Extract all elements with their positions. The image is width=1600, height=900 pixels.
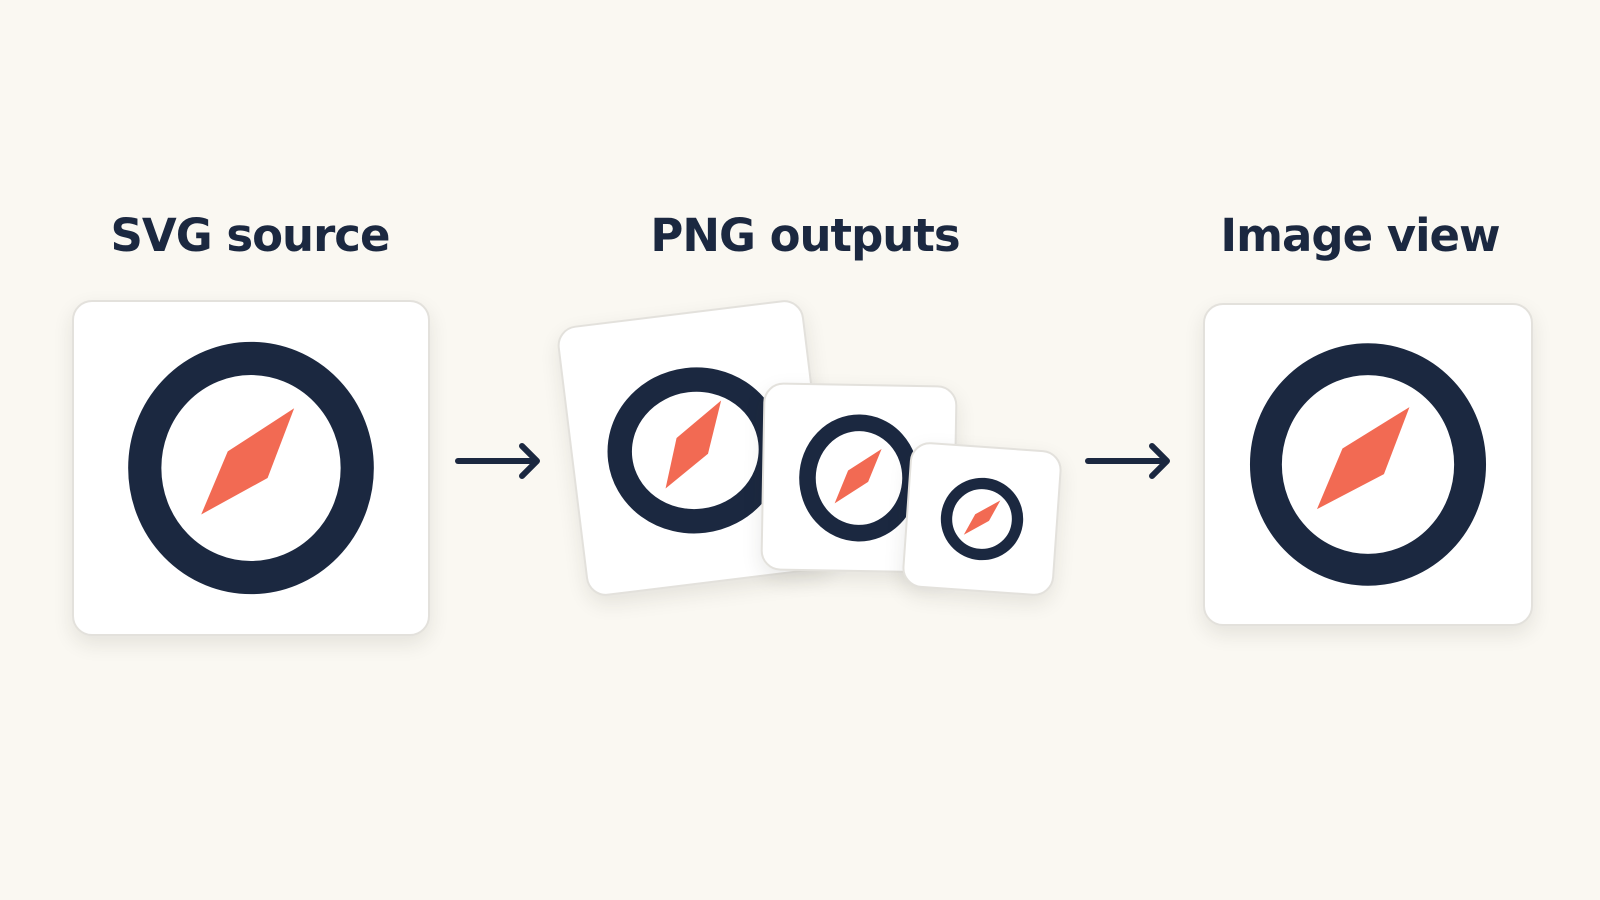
compass-icon [940,477,1024,561]
image-view-card [1203,303,1533,626]
png-outputs-title: PNG outputs [650,209,960,262]
svg-source-title: SVG source [110,209,391,262]
png-output-small-card [901,440,1063,598]
compass-icon [1249,343,1487,586]
svg-source-card [72,300,430,636]
arrow-right-icon [455,443,540,479]
image-view-title: Image view [1220,209,1500,262]
arrow-right-icon [1085,443,1170,479]
compass-icon [128,341,374,595]
